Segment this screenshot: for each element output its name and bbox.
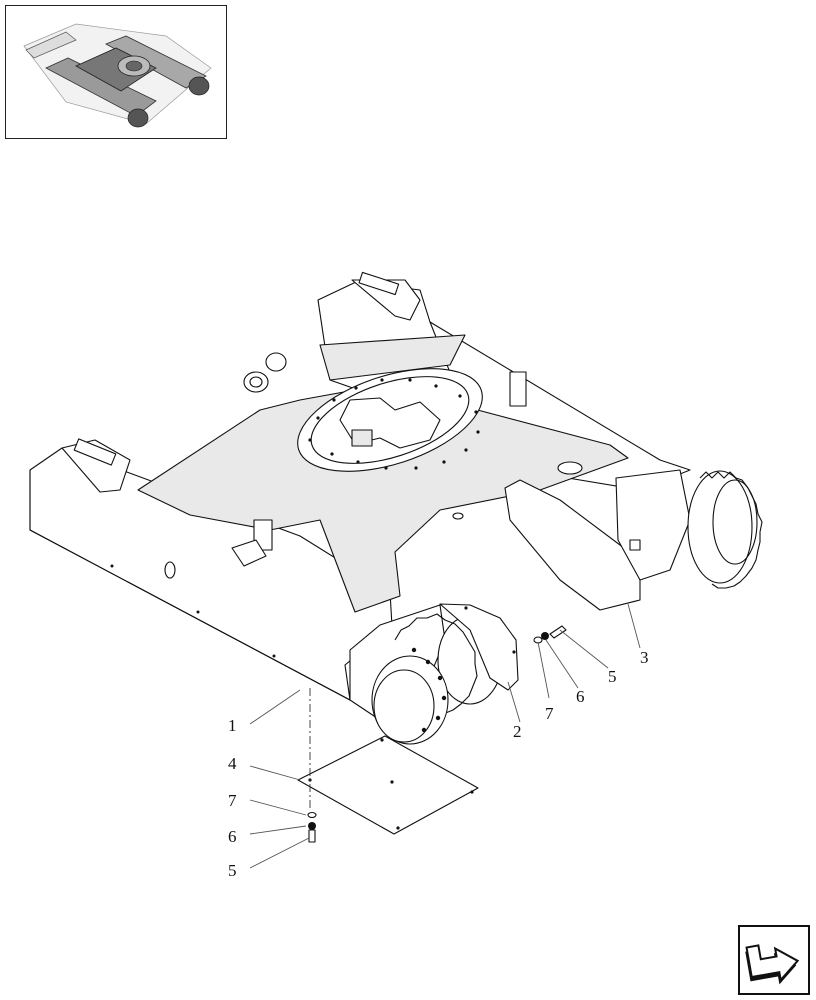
back-nav-button[interactable]: [738, 925, 810, 995]
drive-cover-plate: [439, 603, 519, 691]
belly-guard-plate: [297, 735, 479, 835]
leader-lines: [249, 603, 641, 869]
callout-4[interactable]: 4: [228, 754, 237, 773]
callout-1[interactable]: 1: [228, 716, 237, 735]
cover-bolt-upper: [533, 625, 567, 644]
callout-7-lower[interactable]: 7: [228, 791, 237, 810]
callout-7-upper[interactable]: 7: [545, 704, 554, 723]
callout-3[interactable]: 3: [640, 648, 649, 667]
belly-bolt-lower: [307, 811, 317, 843]
callout-6-upper[interactable]: 6: [576, 687, 585, 706]
undercarriage-thumbnail-icon: [23, 23, 212, 128]
callout-6-lower[interactable]: 6: [228, 827, 237, 846]
callout-5-lower[interactable]: 5: [228, 861, 237, 880]
back-arrow-icon: [745, 944, 800, 985]
callout-2[interactable]: 2: [513, 722, 522, 741]
callout-5-upper[interactable]: 5: [608, 667, 617, 686]
lower-frame-assembly: [29, 271, 691, 701]
overview-thumbnail[interactable]: [5, 5, 227, 139]
right-sprocket-drive: [504, 469, 763, 611]
